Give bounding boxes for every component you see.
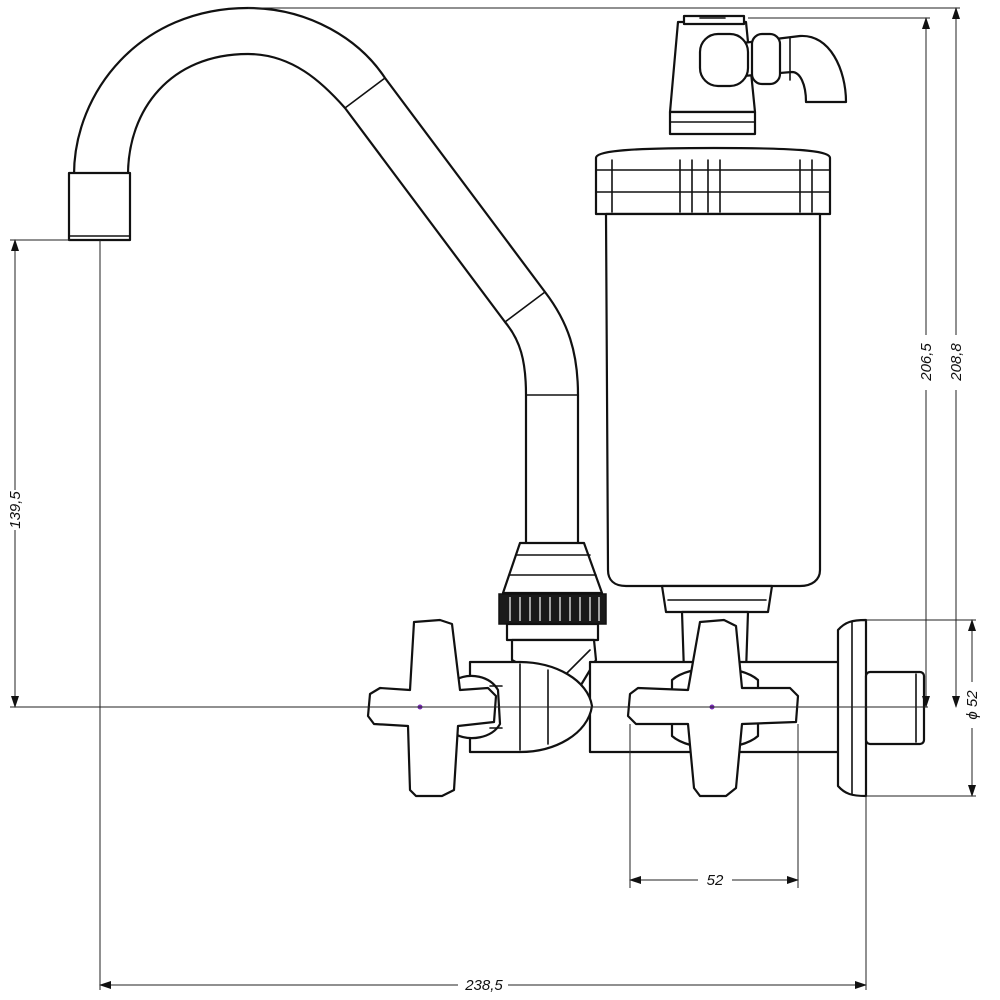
dim-handle-spacing: 52 xyxy=(707,872,724,889)
dim-height-filter: 206,5 xyxy=(918,343,935,382)
dim-height-left: 139,5 xyxy=(7,491,24,529)
dim-width-total: 238,5 xyxy=(464,977,503,994)
right-cross-handle[interactable] xyxy=(626,618,800,798)
spout xyxy=(67,6,580,547)
dim-height-total: 208,8 xyxy=(948,343,965,382)
water-filter xyxy=(594,14,848,674)
dim-diameter: ϕ 52 xyxy=(964,690,981,720)
left-cross-handle[interactable] xyxy=(366,618,503,798)
spout-base xyxy=(498,541,607,692)
dimension-lines xyxy=(10,7,976,990)
